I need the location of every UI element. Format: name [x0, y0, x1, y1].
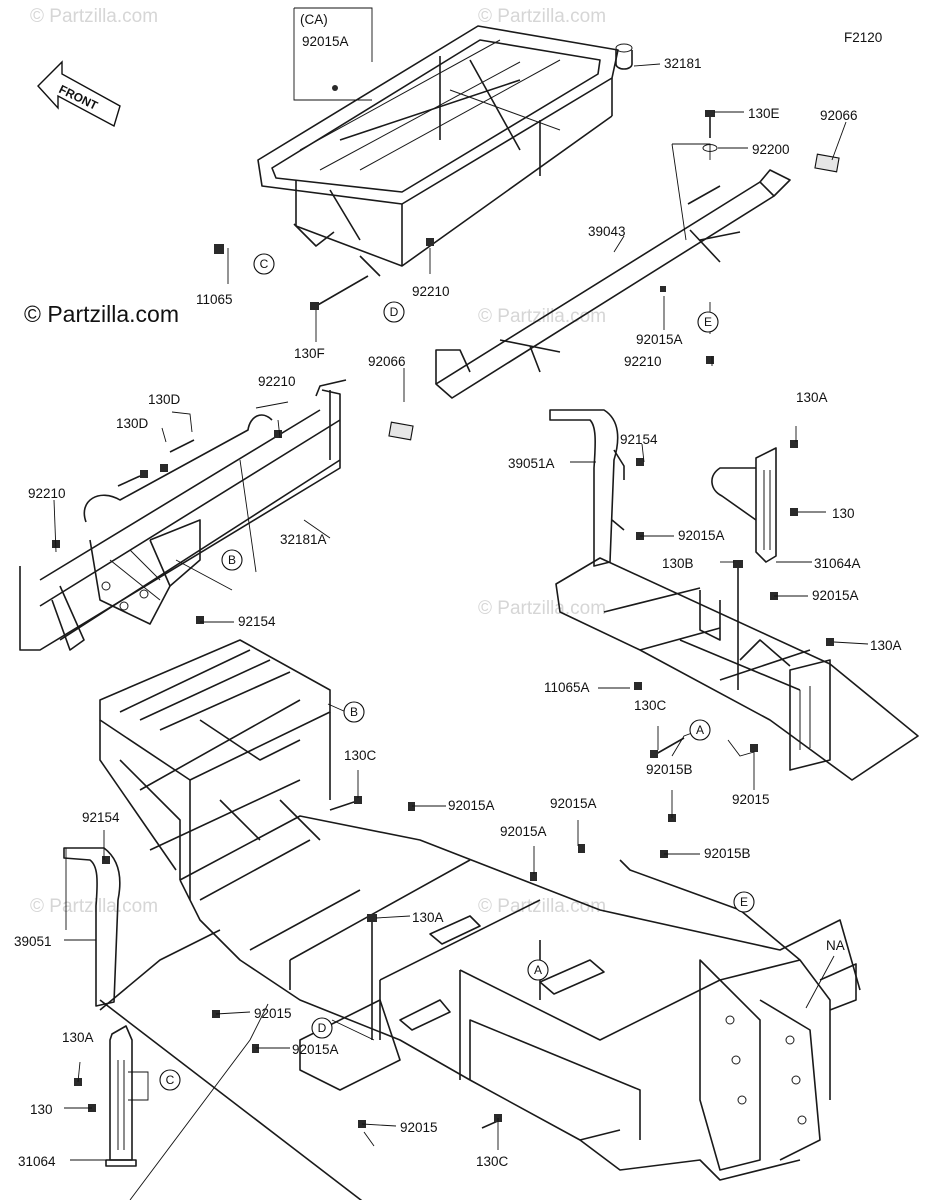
guard-hardware	[52, 430, 282, 548]
label-130C-right: 130C	[634, 698, 667, 713]
rear-guard-39051	[63, 847, 363, 1200]
front-arrow-icon: FRONT	[37, 60, 121, 128]
label-92015A-c2: 92015A	[550, 796, 597, 811]
watermark-1: © Partzilla.com	[30, 6, 158, 27]
cargo-rack-callout: (CA) 92015A	[293, 7, 373, 101]
label-130F: 130F	[294, 346, 325, 361]
label-92015A-bar: 92015A	[636, 332, 683, 347]
rear-guard-39051A	[549, 409, 625, 567]
label-92210-left: 92210	[28, 486, 66, 501]
svg-text:E: E	[740, 895, 748, 909]
ref-marker-a-center: A	[527, 959, 549, 981]
label-92154-left: 92154	[82, 810, 120, 825]
label-92015B-right: 92015B	[646, 762, 693, 777]
front-guard-32181A	[19, 379, 347, 651]
label-130C-bottom: 130C	[476, 1154, 509, 1169]
side-bracket-31064	[105, 1025, 137, 1167]
label-92015A-right: 92015A	[678, 528, 725, 543]
figure-code: F2120	[844, 30, 882, 45]
ref-marker-d-center: D	[311, 1017, 333, 1039]
label-92154-right: 92154	[620, 432, 658, 447]
svg-text:A: A	[696, 723, 704, 737]
rear-floor-platform	[555, 557, 919, 781]
label-NA: NA	[826, 938, 845, 953]
svg-text:C: C	[260, 257, 269, 271]
ref-marker-b-upper: B	[221, 549, 243, 571]
side-bracket-31064A	[711, 447, 777, 563]
rubber-pad-92066-left	[388, 421, 414, 441]
svg-text:E: E	[704, 315, 712, 329]
label-92015A-right2: 92015A	[812, 588, 859, 603]
svg-text:B: B	[350, 705, 358, 719]
cargo-rack-32181	[257, 25, 633, 277]
watermark-5: © Partzilla.com	[30, 896, 158, 917]
leader-lines	[53, 63, 869, 1200]
label-11065A: 11065A	[544, 680, 590, 695]
label-130A-left: 130A	[62, 1030, 94, 1045]
label-92154-mid: 92154	[238, 614, 276, 629]
label-130B: 130B	[662, 556, 694, 571]
crossmember-39043	[435, 169, 791, 399]
label-130A-right-top: 130A	[796, 390, 828, 405]
label-92015A-c3: 92015A	[500, 824, 547, 839]
svg-text:D: D	[390, 305, 399, 319]
step-bracket	[299, 999, 401, 1091]
label-92200: 92200	[752, 142, 790, 157]
rubber-pad-92066-right	[814, 153, 840, 173]
watermark-4: © Partzilla.com	[478, 598, 606, 619]
svg-text:D: D	[318, 1021, 327, 1035]
watermarks: © Partzilla.com © Partzilla.com © Partzi…	[30, 6, 606, 917]
ref-marker-c-left: C	[159, 1069, 181, 1091]
ref-marker-c-upper: C	[253, 253, 275, 275]
label-130-left: 130	[30, 1102, 53, 1117]
callout-group-label: (CA)	[300, 12, 328, 27]
label-130C-mid: 130C	[344, 748, 377, 763]
label-32181: 32181	[664, 56, 702, 71]
label-92015-low2: 92015	[400, 1120, 438, 1135]
label-130D-b: 130D	[116, 416, 149, 431]
ref-marker-e-center: E	[733, 891, 755, 913]
ref-marker-e-upper: E	[697, 311, 719, 333]
ref-marker-b-mid: B	[343, 701, 365, 723]
label-92015B-c: 92015B	[704, 846, 751, 861]
label-92015A-low: 92015A	[292, 1042, 339, 1057]
label-92210-bar: 92210	[624, 354, 662, 369]
label-92015A-c1: 92015A	[448, 798, 495, 813]
label-39051A: 39051A	[508, 456, 555, 471]
label-92066-left: 92066	[368, 354, 406, 369]
watermark-3: © Partzilla.com	[478, 306, 606, 327]
label-130A-center: 130A	[412, 910, 444, 925]
label-31064A: 31064A	[814, 556, 861, 571]
watermark-2: © Partzilla.com	[478, 6, 606, 27]
label-92015-right: 92015	[732, 792, 770, 807]
part-labels: 32181 130E 92066 92200 39043 11065 92210…	[14, 56, 902, 1169]
label-92015-low1: 92015	[254, 1006, 292, 1021]
svg-text:A: A	[534, 963, 542, 977]
label-32181A: 32181A	[280, 532, 327, 547]
label-130D-a: 130D	[148, 392, 181, 407]
label-39051: 39051	[14, 934, 52, 949]
top-hardware	[214, 110, 718, 364]
label-cap-92015A: 92015A	[302, 34, 349, 49]
ref-marker-a-right: A	[689, 719, 711, 741]
label-39043: 39043	[588, 224, 626, 239]
copyright-text: © Partzilla.com	[24, 301, 179, 327]
label-92210-upper: 92210	[412, 284, 450, 299]
label-130A-right-mid: 130A	[870, 638, 902, 653]
label-130-right: 130	[832, 506, 855, 521]
label-92210-mid: 92210	[258, 374, 296, 389]
label-31064: 31064	[18, 1154, 56, 1169]
svg-text:B: B	[228, 553, 236, 567]
main-frame	[99, 639, 861, 1181]
watermark-6: © Partzilla.com	[478, 896, 606, 917]
label-130E: 130E	[748, 106, 780, 121]
label-92066-top: 92066	[820, 108, 858, 123]
svg-text:C: C	[166, 1073, 175, 1087]
ref-marker-d-upper: D	[383, 301, 405, 323]
label-11065: 11065	[196, 292, 233, 307]
